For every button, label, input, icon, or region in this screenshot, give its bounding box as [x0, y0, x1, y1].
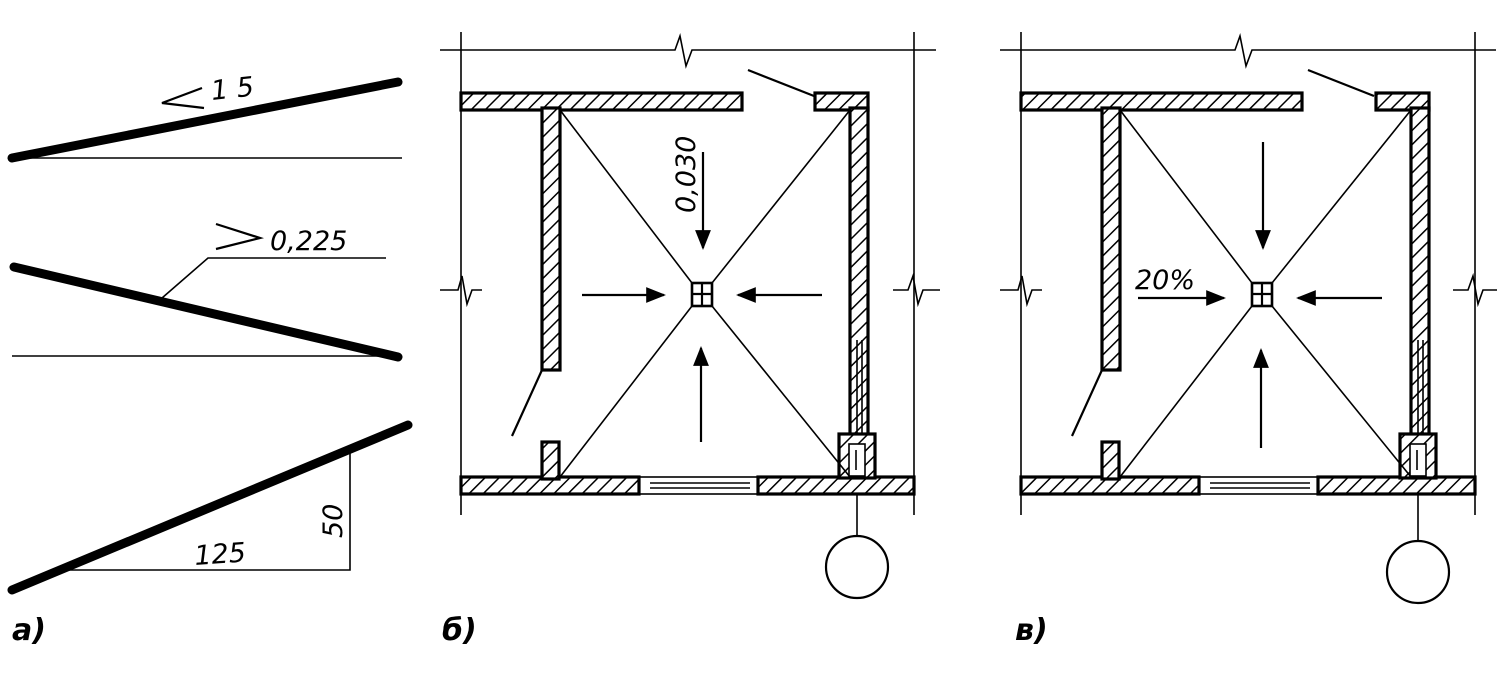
right-wall — [1409, 106, 1431, 440]
panel-b: 0,030 б) — [440, 32, 940, 648]
slope-value-label: 20% — [1135, 265, 1195, 296]
slope-ratio-figure: 1 5 — [7, 72, 403, 163]
dimension-triangle — [62, 448, 351, 571]
top-break-line — [440, 33, 936, 69]
panel-a: 1 5 0,225 125 50 а) — [7, 72, 413, 648]
slope-diagonals — [559, 109, 851, 478]
top-right-wall-stub — [1374, 91, 1431, 112]
rise-label: 50 — [318, 504, 349, 538]
bottom-wall-stub — [540, 440, 561, 481]
slope-ratio-label: 1 5 — [209, 72, 255, 107]
window-opening — [638, 476, 759, 495]
run-label: 125 — [193, 537, 247, 572]
drain-riser — [1385, 340, 1451, 605]
slope-decimal-figure: 0,225 — [9, 222, 403, 362]
slope-diagonals — [1119, 109, 1412, 478]
panel-c: 20% в) — [1000, 32, 1497, 648]
riser-marker-circle — [824, 534, 890, 600]
walls — [1019, 91, 1477, 496]
bottom-wall-right — [756, 475, 916, 496]
top-break-line — [1000, 33, 1496, 69]
inner-left-wall — [1100, 106, 1122, 372]
flow-arrows — [1138, 142, 1382, 448]
right-wall — [848, 106, 870, 440]
flow-arrows — [582, 152, 822, 442]
floor-drain-icon — [1250, 281, 1274, 308]
door-leaf — [510, 369, 544, 437]
top-right-wall-stub — [813, 91, 870, 112]
slope-decimal-label: 0,225 — [270, 226, 347, 257]
door-leaf — [1070, 369, 1104, 437]
sloped-line — [7, 420, 413, 595]
floor-drain-icon — [690, 281, 714, 308]
top-wall — [1019, 91, 1304, 112]
riser-marker-circle — [1385, 539, 1451, 605]
left-break-mark — [440, 275, 482, 308]
slope-triangle-figure: 125 50 — [7, 420, 413, 595]
panel-b-label: б) — [442, 613, 477, 648]
left-break-mark — [1000, 275, 1042, 308]
walls — [459, 91, 916, 496]
bottom-wall-stub — [1100, 440, 1121, 481]
leader-line — [161, 257, 386, 299]
sloped-line — [7, 77, 403, 163]
panel-c-label: в) — [1015, 613, 1048, 648]
bottom-wall-right — [1316, 475, 1477, 496]
sloped-line — [9, 262, 403, 362]
window-opening — [1198, 476, 1319, 495]
panel-a-label: а) — [12, 613, 46, 648]
right-break-mark — [1453, 272, 1497, 308]
inner-left-wall — [540, 106, 562, 372]
slope-sign-icon — [215, 222, 265, 251]
right-break-mark — [893, 272, 940, 308]
door-leaf — [1307, 68, 1375, 98]
drain-riser — [824, 340, 890, 600]
top-wall — [459, 91, 744, 112]
slope-value-label: 0,030 — [671, 136, 702, 213]
door-leaf — [747, 68, 815, 98]
slope-sign-icon — [161, 86, 205, 110]
